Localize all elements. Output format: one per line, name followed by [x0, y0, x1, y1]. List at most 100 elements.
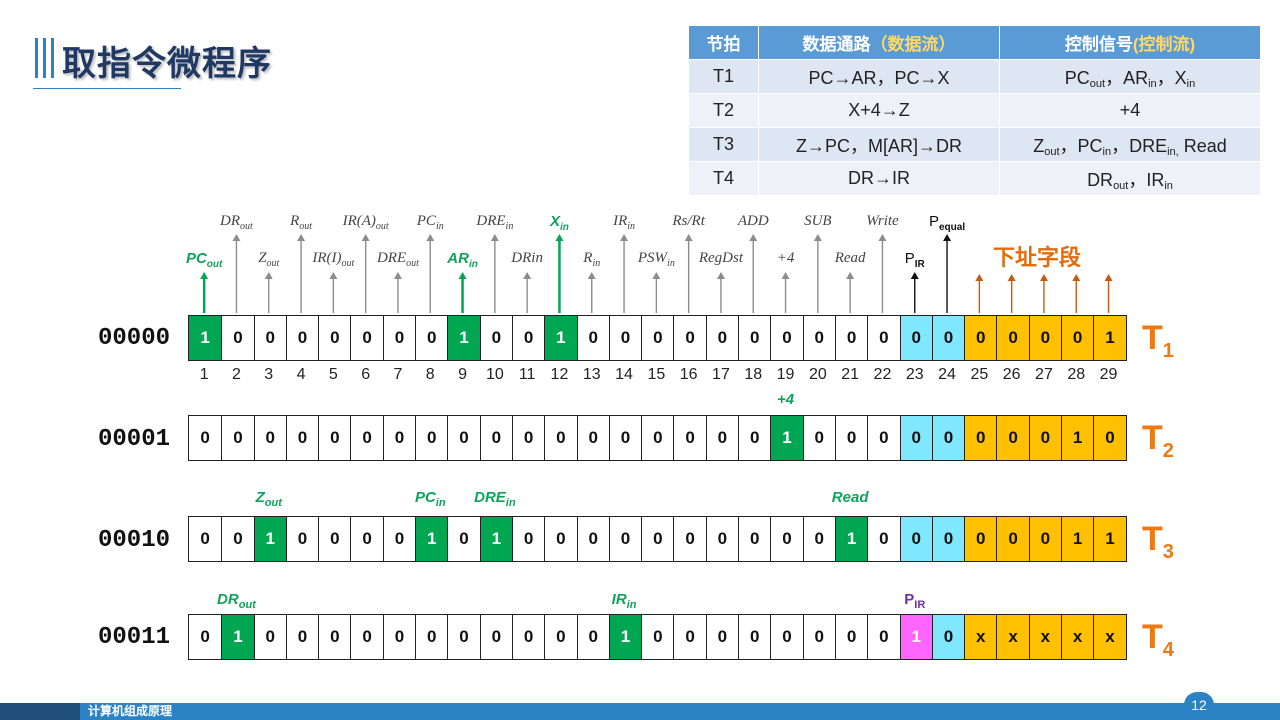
bit-index: 15 [647, 366, 666, 383]
bit-cell: 0 [479, 416, 512, 460]
bit-cell: 1 [899, 615, 932, 659]
signal-arrowhead [490, 234, 499, 241]
active-signal-label: PCin [414, 489, 446, 509]
bit-index: 10 [485, 366, 504, 383]
bit-cell: 0 [285, 517, 318, 561]
bit-cell: 0 [479, 615, 512, 659]
bit-cell: 0 [964, 416, 997, 460]
microinstruction-address: 00011 [98, 624, 171, 651]
bit-cell: 0 [899, 517, 932, 561]
header-control: 控制信号(控制流) [999, 25, 1261, 60]
bit-cell: 0 [253, 416, 286, 460]
bit-cell: 0 [867, 517, 899, 561]
active-signal-label: +4 [776, 391, 795, 408]
signal-arrowhead [620, 234, 629, 241]
signal-arrowhead [329, 272, 338, 279]
bit-cell: 0 [738, 517, 770, 561]
bit-cell: 0 [641, 615, 673, 659]
bit-cell: 0 [834, 615, 867, 659]
control-cell: DRout，IRin [999, 161, 1261, 196]
bit-cell: 0 [705, 615, 738, 659]
bit-cell: 0 [673, 615, 705, 659]
bit-cell: 0 [1028, 316, 1062, 360]
signal-label: Rout [290, 213, 313, 232]
signal-arrowhead [878, 234, 887, 241]
signal-arrowhead [297, 234, 306, 241]
bit-index: 1 [199, 366, 209, 383]
bit-index: 9 [458, 366, 467, 383]
bit-cell: 1 [415, 517, 448, 561]
bit-cell: 0 [544, 615, 576, 659]
step-cell: T3 [688, 127, 759, 162]
next-address-field-label: 下址字段 [993, 246, 1082, 271]
timing-step-label: T3 [1142, 520, 1174, 563]
bit-cell: 1 [1093, 316, 1126, 360]
header-datapath: 数据通路（数据流） [758, 25, 1000, 60]
bit-index: 8 [425, 366, 435, 383]
signal-arrowhead [684, 234, 693, 241]
bit-cell: 0 [608, 416, 641, 460]
bit-cell: 0 [770, 615, 802, 659]
bit-cell: 0 [479, 316, 512, 360]
bit-index: 16 [679, 366, 698, 383]
bit-cell: 0 [350, 615, 382, 659]
bit-cell: 0 [931, 316, 965, 360]
bit-cell: 0 [253, 615, 286, 659]
bit-cell: 1 [479, 517, 512, 561]
bit-cell: 0 [705, 416, 738, 460]
bit-cell: 0 [447, 615, 479, 659]
bit-cell: 0 [511, 517, 544, 561]
bit-cell: 1 [447, 316, 480, 360]
signal-arrowhead [587, 272, 596, 279]
course-name: 计算机组成原理 [88, 704, 173, 718]
bit-cell: 0 [576, 517, 609, 561]
bit-index: 14 [615, 366, 633, 383]
signal-label: PCin [416, 213, 444, 232]
bit-index: 6 [361, 366, 371, 383]
bit-cell: 0 [867, 615, 899, 659]
bit-cell: 0 [350, 517, 382, 561]
signal-arrowhead [200, 272, 209, 279]
bit-index: 21 [841, 366, 860, 383]
footer-accent [0, 703, 80, 720]
active-signal-label: Zout [255, 489, 282, 509]
bit-cell: 0 [1028, 517, 1062, 561]
bit-cell: 0 [738, 416, 770, 460]
microinstruction-address: 00001 [98, 426, 171, 453]
active-signal-label: DREin [474, 489, 516, 509]
bit-cell: 0 [899, 416, 932, 460]
signal-label: SUB [804, 213, 832, 229]
bit-cell: x [1028, 615, 1062, 659]
bit-cell: 0 [834, 416, 867, 460]
bit-cell: x [964, 615, 997, 659]
bit-cell: 0 [996, 316, 1029, 360]
bit-cell: 0 [447, 416, 479, 460]
bit-index: 22 [873, 366, 892, 383]
bit-cell: 0 [608, 316, 641, 360]
bit-cell: 0 [641, 316, 673, 360]
bit-cell: 0 [318, 517, 350, 561]
timing-step-label: T2 [1142, 419, 1174, 462]
bit-cell: 1 [834, 517, 868, 561]
title-underline [33, 88, 181, 89]
step-cell: T1 [688, 59, 759, 94]
datapath-cell: PC→AR，PC→X [758, 59, 1000, 94]
bit-cell: 0 [964, 316, 997, 360]
bit-index: 3 [264, 366, 274, 383]
microinstruction-address: 00000 [98, 325, 171, 352]
control-cell: Zout，PCin，DREin, Read [999, 127, 1261, 162]
bit-cell: 0 [511, 615, 544, 659]
datapath-cell: X+4→Z [758, 93, 1000, 128]
signal-label: PIR [904, 250, 925, 270]
signal-label: IRin [613, 213, 636, 232]
control-cell: +4 [999, 93, 1261, 128]
bit-cell: 1 [1061, 416, 1094, 460]
bit-cell: 1 [221, 615, 254, 659]
bit-index: 24 [938, 366, 956, 383]
bit-cell: 0 [415, 615, 447, 659]
bit-cell: 1 [1061, 517, 1094, 561]
bit-cell: 0 [802, 517, 835, 561]
bit-cell: 0 [996, 517, 1029, 561]
bit-cell: 0 [931, 416, 965, 460]
